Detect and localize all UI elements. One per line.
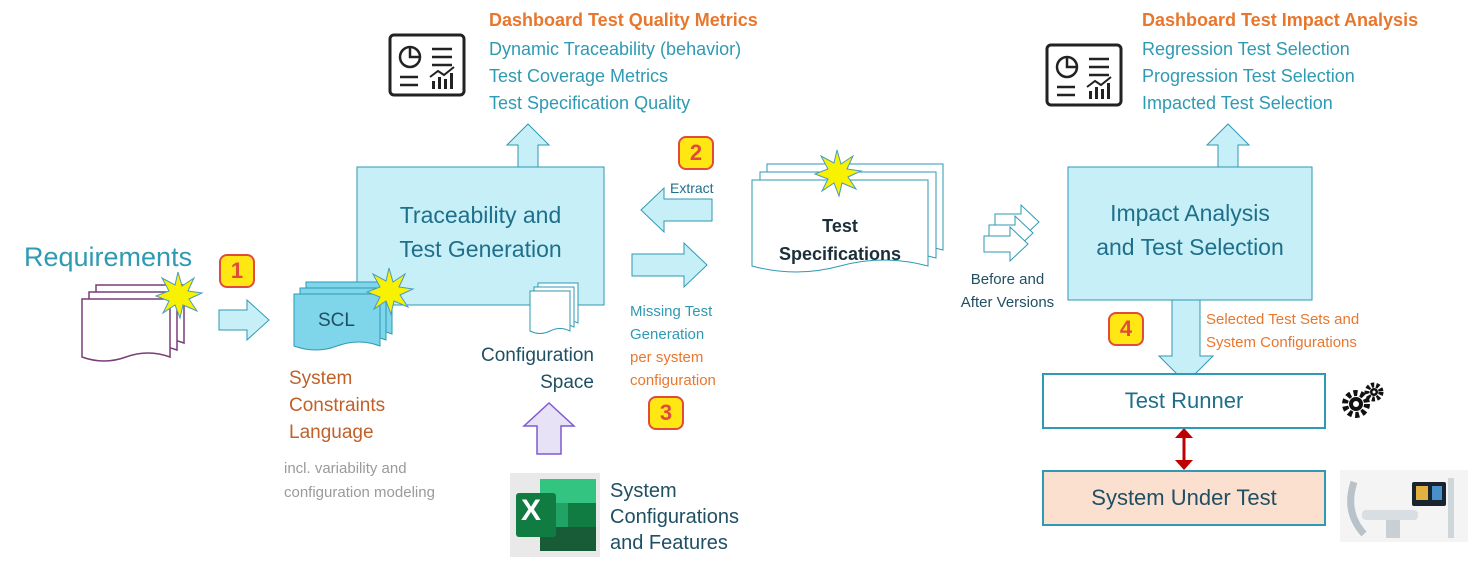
arrow-runner-sut [1175,428,1193,470]
system-under-test-box: System Under Test [1042,470,1326,526]
impact-analysis-title: Impact Analysis and Test Selection [1068,196,1312,264]
config-space-documents [529,282,579,334]
badge-4: 4 [1108,312,1144,346]
dashboard-impact-item: Impacted Test Selection [1142,93,1333,113]
missing-line: configuration [630,372,716,389]
selected-line: Selected Test Sets and [1206,311,1360,328]
dashboard-icon [388,33,466,97]
scl-documents [293,281,393,351]
dashboard-quality-items: Dynamic Traceability (behavior) Test Cov… [489,36,741,117]
test-spec-line: Test [822,216,858,236]
config-space-line: Space [540,372,594,393]
missing-line: Generation [630,326,705,343]
scl-desc-line: System [289,368,353,389]
scl-label: SCL [318,310,355,331]
test-runner-box: Test Runner [1042,373,1326,429]
badge-3: 3 [648,396,684,430]
dashboard-impact-title: Dashboard Test Impact Analysis [1142,10,1419,30]
dashboard-quality-item: Dynamic Traceability (behavior) [489,39,742,59]
system-under-test-label: System Under Test [1091,485,1277,510]
test-specifications-documents [751,163,944,273]
scl-desc-line: Constraints [289,395,386,416]
dashboard-impact-item: Progression Test Selection [1142,66,1355,86]
missing-line: Missing Test [630,303,713,320]
arrow-up-impact-dashboard [1205,123,1251,168]
excel-letter: X [520,494,541,527]
arrow-down-test-runner [1157,299,1215,384]
dashboard-quality-title: Dashboard Test Quality Metrics [489,10,758,30]
scl-note-line: incl. variability and [284,460,407,477]
impact-title-line: and Test Selection [1096,234,1284,260]
selected-test-sets-label: Selected Test Sets and System Configurat… [1206,308,1359,354]
extract-label: Extract [670,180,714,196]
traceability-title-line: Traceability and [399,202,562,228]
missing-line: per system [630,349,704,366]
traceability-title: Traceability and Test Generation [357,198,604,266]
scl-note: incl. variability and configuration mode… [284,457,435,505]
before-after-label: Before and After Versions [950,268,1065,314]
arrow-extract [640,186,713,234]
arrow-up-quality-dashboard [505,123,551,168]
arrows-before-after [983,203,1040,263]
scl-desc-line: Language [289,422,374,443]
excel-icon [510,473,600,557]
impact-analysis-box [1067,166,1313,301]
before-after-line: Before and [970,271,1045,288]
system-config-line: and Features [610,532,728,554]
config-space-line: Configuration [480,345,594,366]
requirements-documents [81,284,185,362]
arrow-req-to-scl [218,298,270,342]
missing-generation-label: Missing Test Generation per system confi… [630,300,716,392]
requirements-title: Requirements [24,242,193,272]
scl-description: System Constraints Language [289,365,385,446]
traceability-title-line: Test Generation [399,236,562,262]
system-config-label: System Configurations and Features [610,478,739,556]
badge-1: 1 [219,254,255,288]
selected-line: System Configurations [1206,334,1357,351]
test-runner-label: Test Runner [1124,388,1244,413]
test-specifications-label: Test Specifications [752,212,928,268]
impact-title-line: Impact Analysis [1110,200,1270,226]
dashboard-quality-item: Test Specification Quality [489,93,691,113]
system-config-line: System [610,480,677,502]
configuration-space-label: Configuration Space [444,342,594,396]
test-spec-line: Specifications [778,244,902,264]
badge-2: 2 [678,136,714,170]
medical-device-icon [1340,470,1468,542]
gears-icon [1342,382,1384,418]
system-config-line: Configurations [610,506,739,528]
arrow-missing-generation [631,241,708,289]
dashboard-quality-item: Test Coverage Metrics [489,66,669,86]
dashboard-impact-item: Regression Test Selection [1142,39,1350,59]
scl-note-line: configuration modeling [284,484,435,501]
dashboard-icon [1045,43,1123,107]
dashboard-impact-items: Regression Test Selection Progression Te… [1142,36,1355,117]
before-after-line: After Versions [960,294,1055,311]
arrow-up-system-config [522,401,576,455]
